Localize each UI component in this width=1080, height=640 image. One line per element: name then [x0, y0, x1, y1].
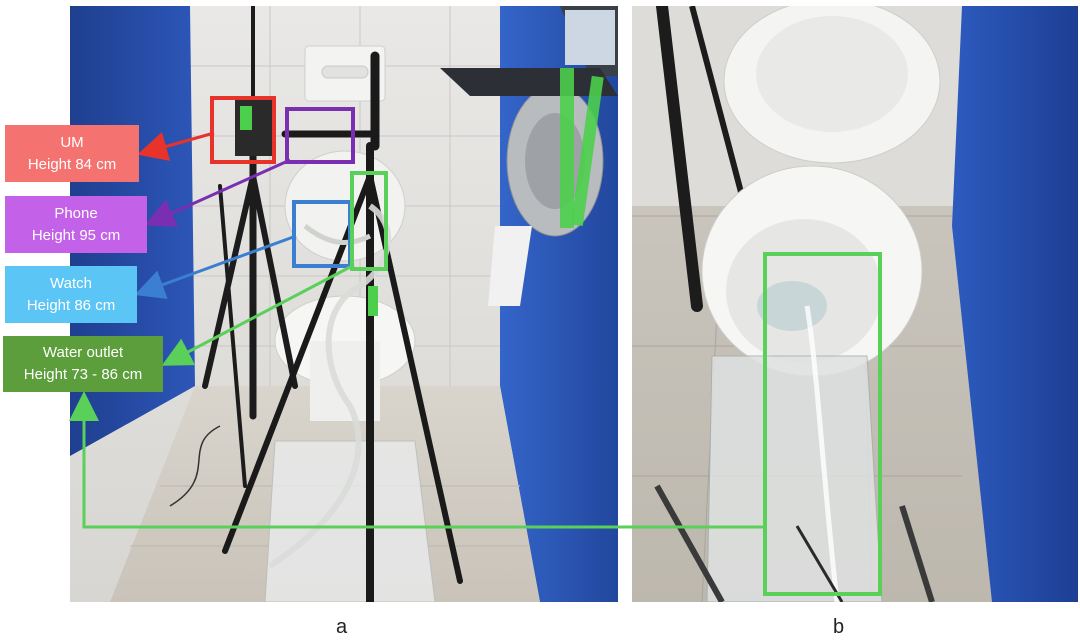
watch-arrow — [134, 234, 297, 299]
phone-highlight-box — [285, 107, 355, 164]
um-label-title: UM — [60, 133, 84, 151]
um-label: UM Height 84 cm — [5, 125, 139, 182]
photo-b — [632, 6, 1078, 602]
water-outlet-arrow — [161, 263, 355, 366]
watch-label-height: Height 86 cm — [26, 296, 116, 314]
phone-label-height: Height 95 cm — [31, 226, 121, 244]
photo-b-scene — [632, 6, 1078, 602]
watch-label: Watch Height 86 cm — [5, 266, 137, 323]
caption-a: a — [336, 616, 348, 638]
water-outlet-highlight-box-a — [350, 171, 388, 271]
um-highlight-box — [210, 96, 276, 164]
caption-b: b — [833, 616, 845, 638]
water-outlet-label-title: Water outlet — [42, 344, 124, 361]
phone-label: Phone Height 95 cm — [5, 196, 147, 253]
watch-label-title: Watch — [50, 274, 92, 292]
um-arrow — [137, 131, 215, 161]
water-outlet-label-height: Height 73 - 86 cm — [23, 366, 143, 383]
watch-highlight-box — [292, 200, 352, 268]
water-outlet-highlight-box-b — [763, 252, 882, 596]
um-label-height: Height 84 cm — [27, 155, 117, 173]
water-outlet-link-arrow — [69, 391, 765, 529]
phone-label-title: Phone — [54, 204, 98, 222]
phone-arrow — [144, 158, 291, 227]
water-outlet-label: Water outlet Height 73 - 86 cm — [3, 336, 163, 392]
